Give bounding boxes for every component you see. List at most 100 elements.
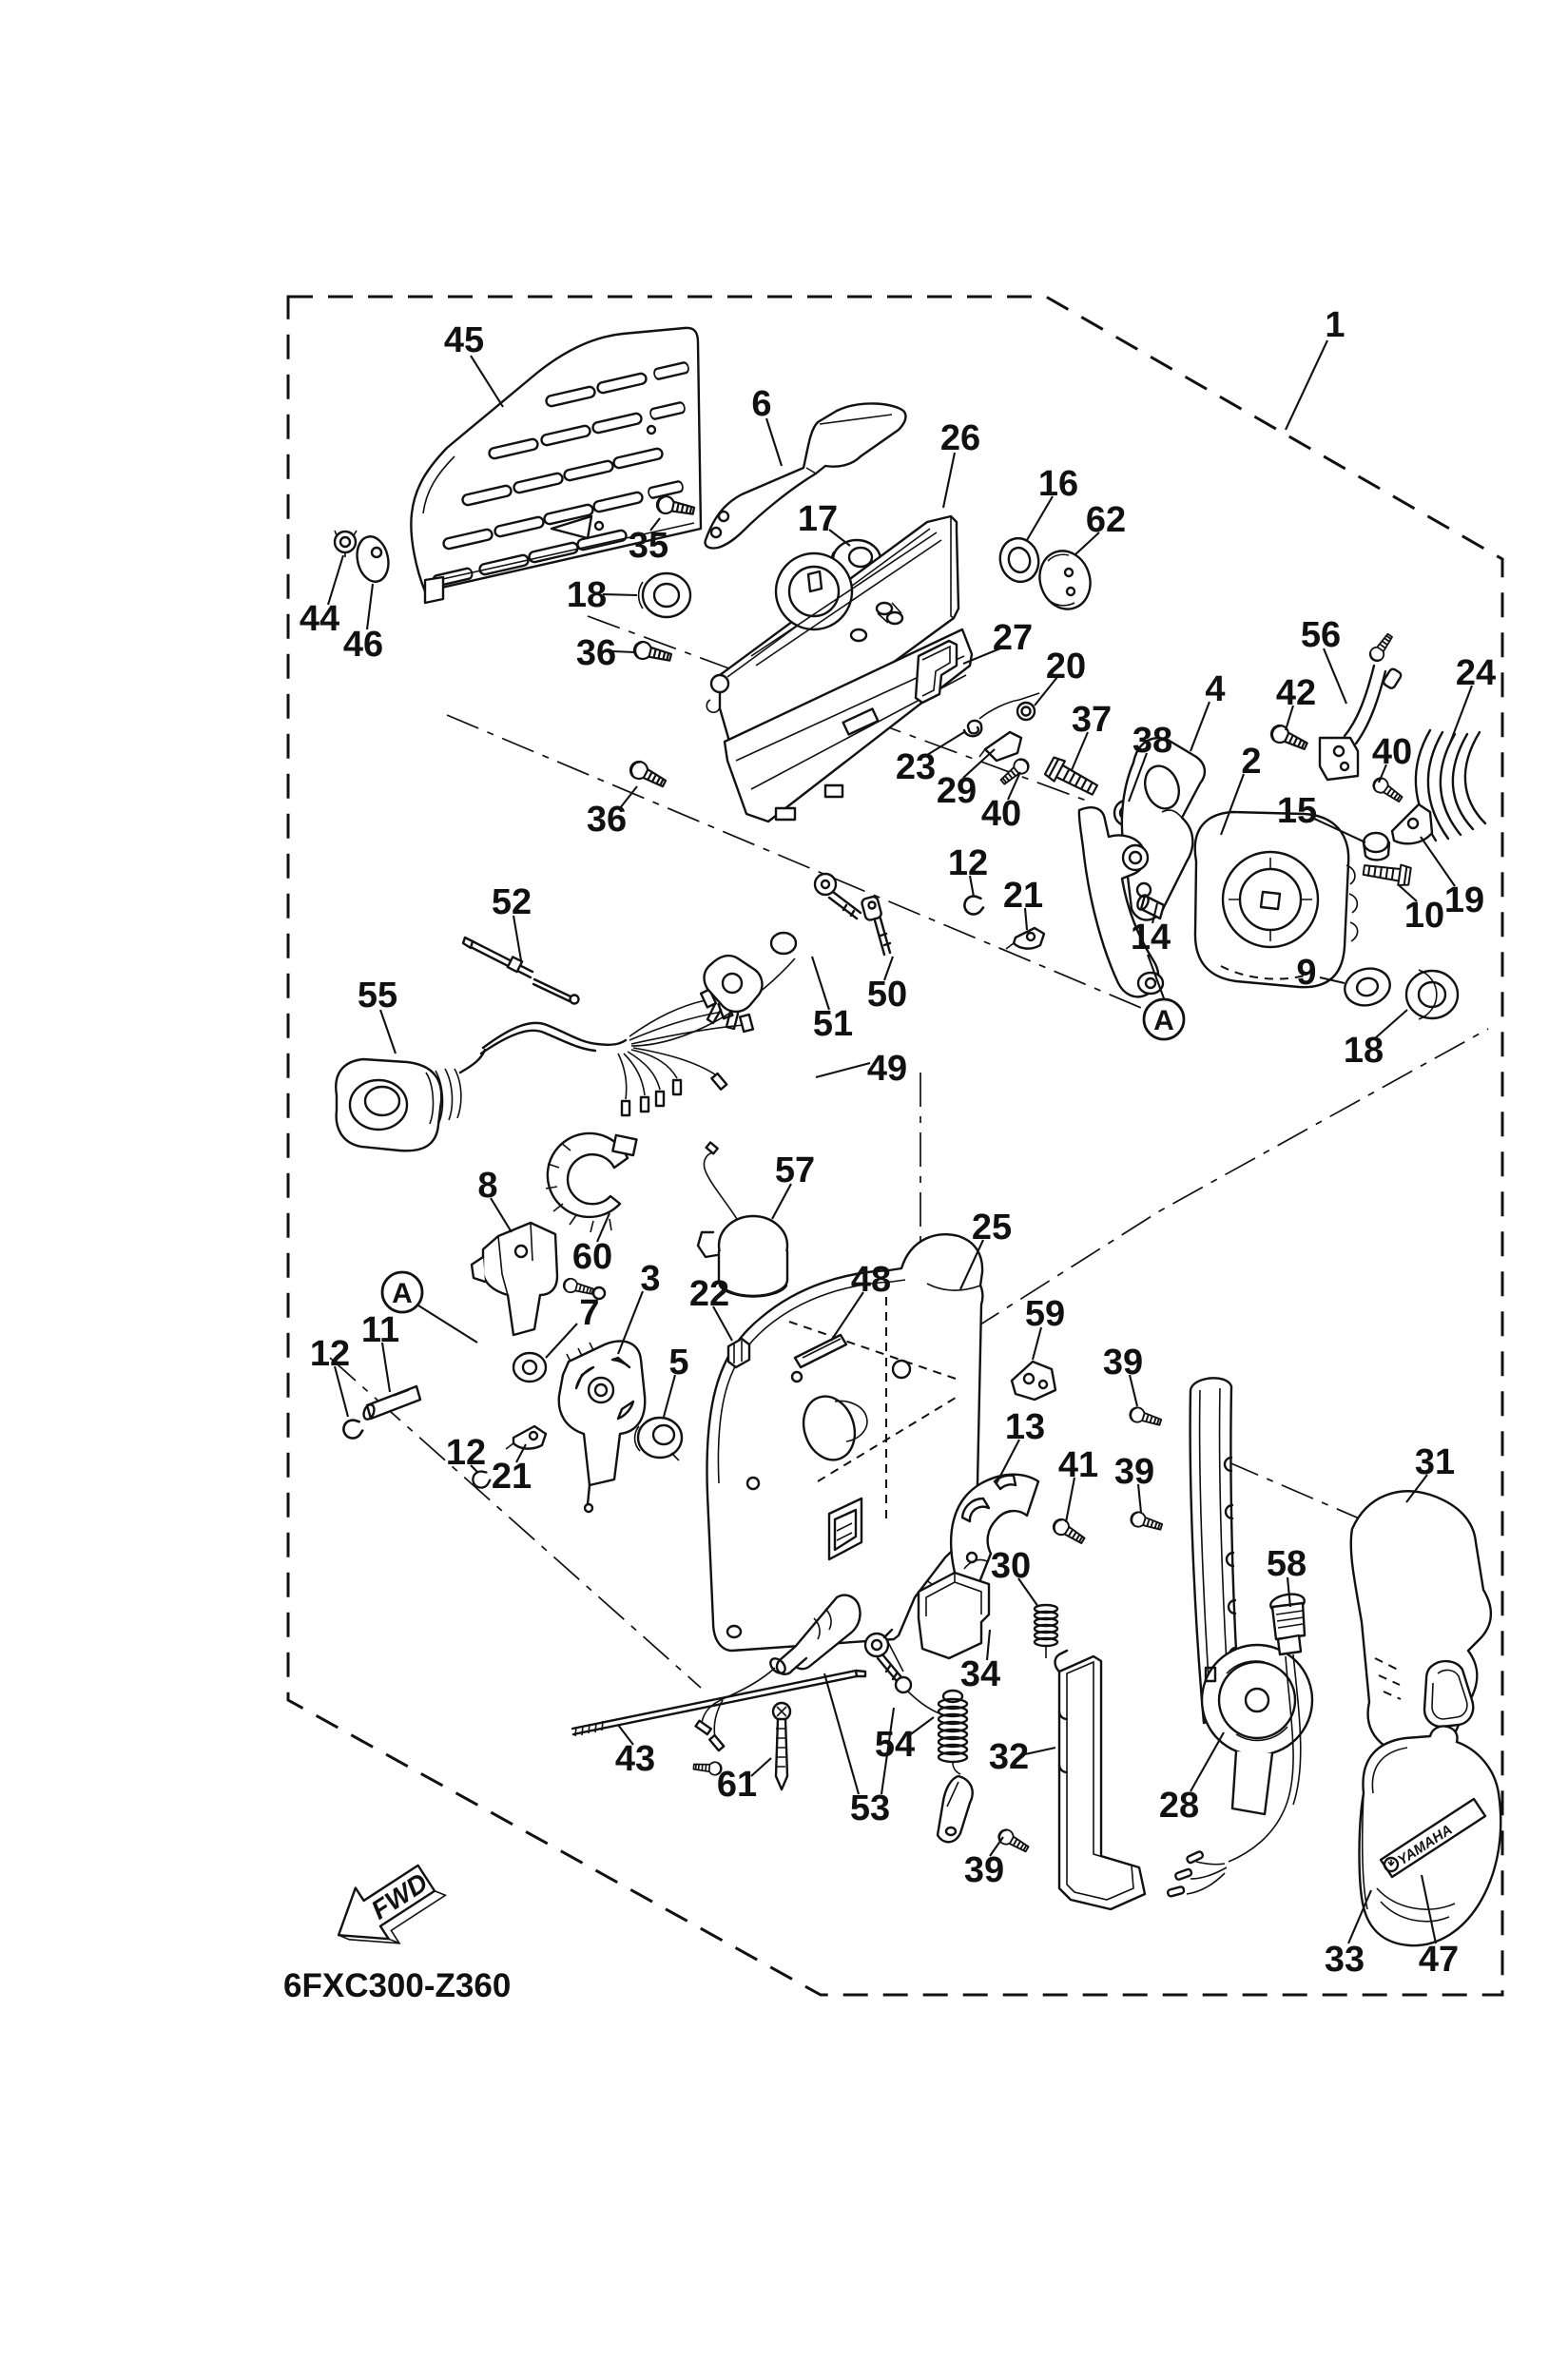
leader-line <box>771 1183 792 1220</box>
part-callout-20: 20 <box>1046 647 1086 686</box>
part-8-bracket <box>470 1221 607 1337</box>
part-25-housing <box>706 1232 984 1653</box>
leader-line <box>545 1323 578 1359</box>
leader-line <box>1420 1874 1438 1944</box>
part-callout-24: 24 <box>1456 653 1496 693</box>
part-6-lever <box>704 402 907 550</box>
part-callout-8: 8 <box>477 1166 497 1206</box>
part-58-switch <box>1166 1593 1307 1898</box>
part-callout-7: 7 <box>579 1293 599 1333</box>
part-50-keys <box>813 872 892 957</box>
part-26-frame <box>706 514 974 823</box>
part-callout-4: 4 <box>1205 669 1225 709</box>
part-callout-41: 41 <box>1058 1445 1098 1485</box>
leader-line <box>1374 1009 1408 1039</box>
leader-line <box>1147 954 1165 999</box>
leader-line <box>1311 817 1366 843</box>
part-callout-38: 38 <box>1132 721 1172 761</box>
part-44-nut <box>333 530 358 557</box>
part-callout-26: 26 <box>940 418 980 458</box>
part-59-foot <box>1010 1360 1057 1402</box>
part-callout-33: 33 <box>1325 1940 1365 1980</box>
leader-line <box>1023 907 1029 931</box>
part-callout-29: 29 <box>937 771 977 811</box>
leader-line <box>611 649 636 654</box>
leader-line <box>1128 752 1148 802</box>
leader-line <box>1378 764 1387 783</box>
part-3-bracket <box>557 1340 647 1514</box>
leader-line <box>365 583 375 630</box>
leader-line <box>989 1836 1004 1857</box>
leader-line <box>1136 1483 1143 1514</box>
leader-line <box>1220 773 1245 836</box>
part-36-screws <box>626 638 674 793</box>
leader-line <box>1347 1889 1372 1944</box>
callouts-layer: 1234567891011121212131415161718181920212… <box>300 305 1496 1980</box>
section-marker-label: A <box>1153 1005 1174 1036</box>
leader-line <box>1034 676 1058 706</box>
part-12-eclip-mid <box>960 893 986 918</box>
part-callout-55: 55 <box>358 976 397 1015</box>
leader-line <box>1128 1374 1139 1407</box>
part-callout-25: 25 <box>972 1208 1012 1247</box>
leader-line <box>1405 1474 1428 1503</box>
section-marker-label: A <box>392 1278 413 1309</box>
leader-line <box>828 529 851 547</box>
part-27-channel <box>914 639 958 705</box>
part-45-vent-cover <box>410 326 703 605</box>
leader-line <box>515 1443 527 1463</box>
leader-line <box>823 1673 861 1795</box>
part-24-spring-stack <box>1414 728 1487 842</box>
part-callout-54: 54 <box>875 1725 915 1765</box>
part-callout-37: 37 <box>1072 700 1112 740</box>
part-callout-16: 16 <box>1038 464 1078 504</box>
leader-line <box>662 1374 677 1418</box>
leader-line <box>1007 771 1021 801</box>
part-5-grommet <box>633 1416 684 1461</box>
part-callout-50: 50 <box>867 975 907 1015</box>
leader-line <box>617 1724 634 1746</box>
leader-line <box>596 1212 610 1243</box>
part-callout-31: 31 <box>1415 1442 1455 1482</box>
leader-line <box>470 1464 479 1474</box>
leader-line <box>333 1365 350 1418</box>
part-callout-17: 17 <box>798 499 838 539</box>
part-13-cam <box>950 1473 1040 1584</box>
part-48-pad <box>793 1333 848 1369</box>
part-30-spring <box>1033 1603 1059 1658</box>
part-31-grip <box>1349 1490 1492 1769</box>
part-55-connector <box>335 1048 487 1152</box>
part-11-pin <box>362 1384 422 1421</box>
leader-line <box>326 554 345 606</box>
leader-line <box>926 731 965 756</box>
part-callout-12: 12 <box>310 1334 350 1374</box>
leader-line <box>490 1197 513 1233</box>
part-33-cover: YAMAHA <box>1358 1725 1502 1947</box>
part-callout-43: 43 <box>615 1739 655 1779</box>
part-28-lever <box>1189 1377 1314 1816</box>
part-15-cap <box>1362 831 1391 861</box>
leader-line <box>883 956 894 981</box>
leader-line <box>968 875 976 898</box>
part-21-clamp-mid <box>1005 926 1046 950</box>
leader-line <box>602 592 638 597</box>
leader-line <box>619 785 638 809</box>
part-21-clamp-lower <box>505 1424 548 1450</box>
part-18-grommet-upper <box>637 571 692 619</box>
leader-line <box>765 417 784 467</box>
leader-line <box>1420 836 1456 887</box>
part-callout-39: 39 <box>964 1850 1004 1890</box>
part-54-lanyard <box>936 1689 974 1844</box>
leader-line <box>1074 532 1100 556</box>
part-42-screw <box>1267 721 1311 755</box>
part-22-clip <box>726 1337 751 1369</box>
leader-line <box>1319 976 1345 985</box>
leader-line <box>1397 883 1418 902</box>
leader-line <box>815 1061 871 1079</box>
part-callout-21: 21 <box>492 1457 532 1497</box>
part-callout-14: 14 <box>1131 918 1171 957</box>
part-callout-21: 21 <box>1003 876 1043 916</box>
part-12-eclip-left <box>339 1416 366 1442</box>
leader-lines-layer <box>326 339 1473 1944</box>
